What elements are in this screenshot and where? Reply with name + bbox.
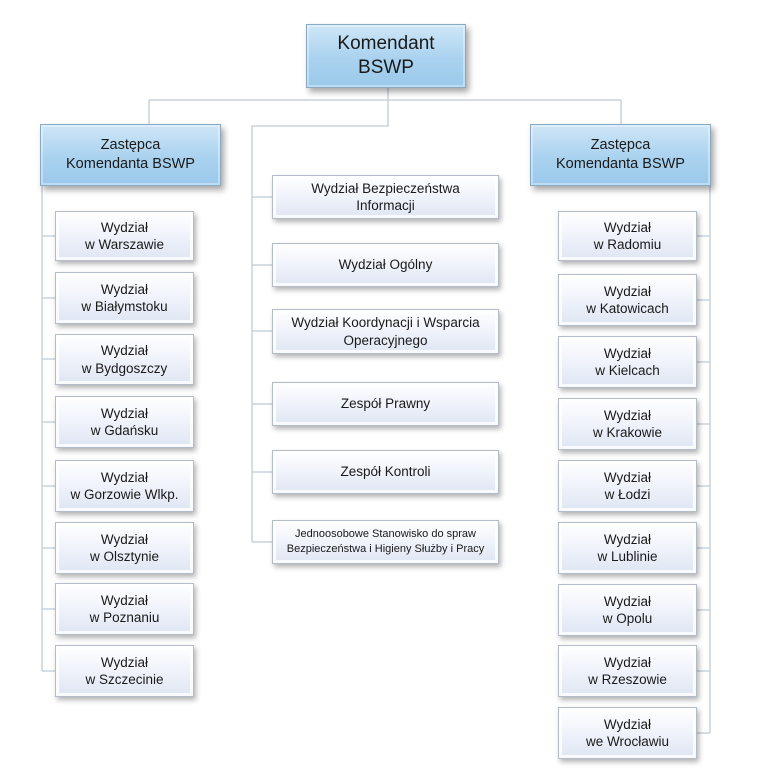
node-center-unit: Zespół Kontroli — [272, 450, 499, 494]
node-center-unit: Wydział Ogólny — [272, 243, 499, 287]
node-center-unit: Zespół Prawny — [272, 382, 499, 426]
connector-center-bus — [251, 100, 389, 542]
